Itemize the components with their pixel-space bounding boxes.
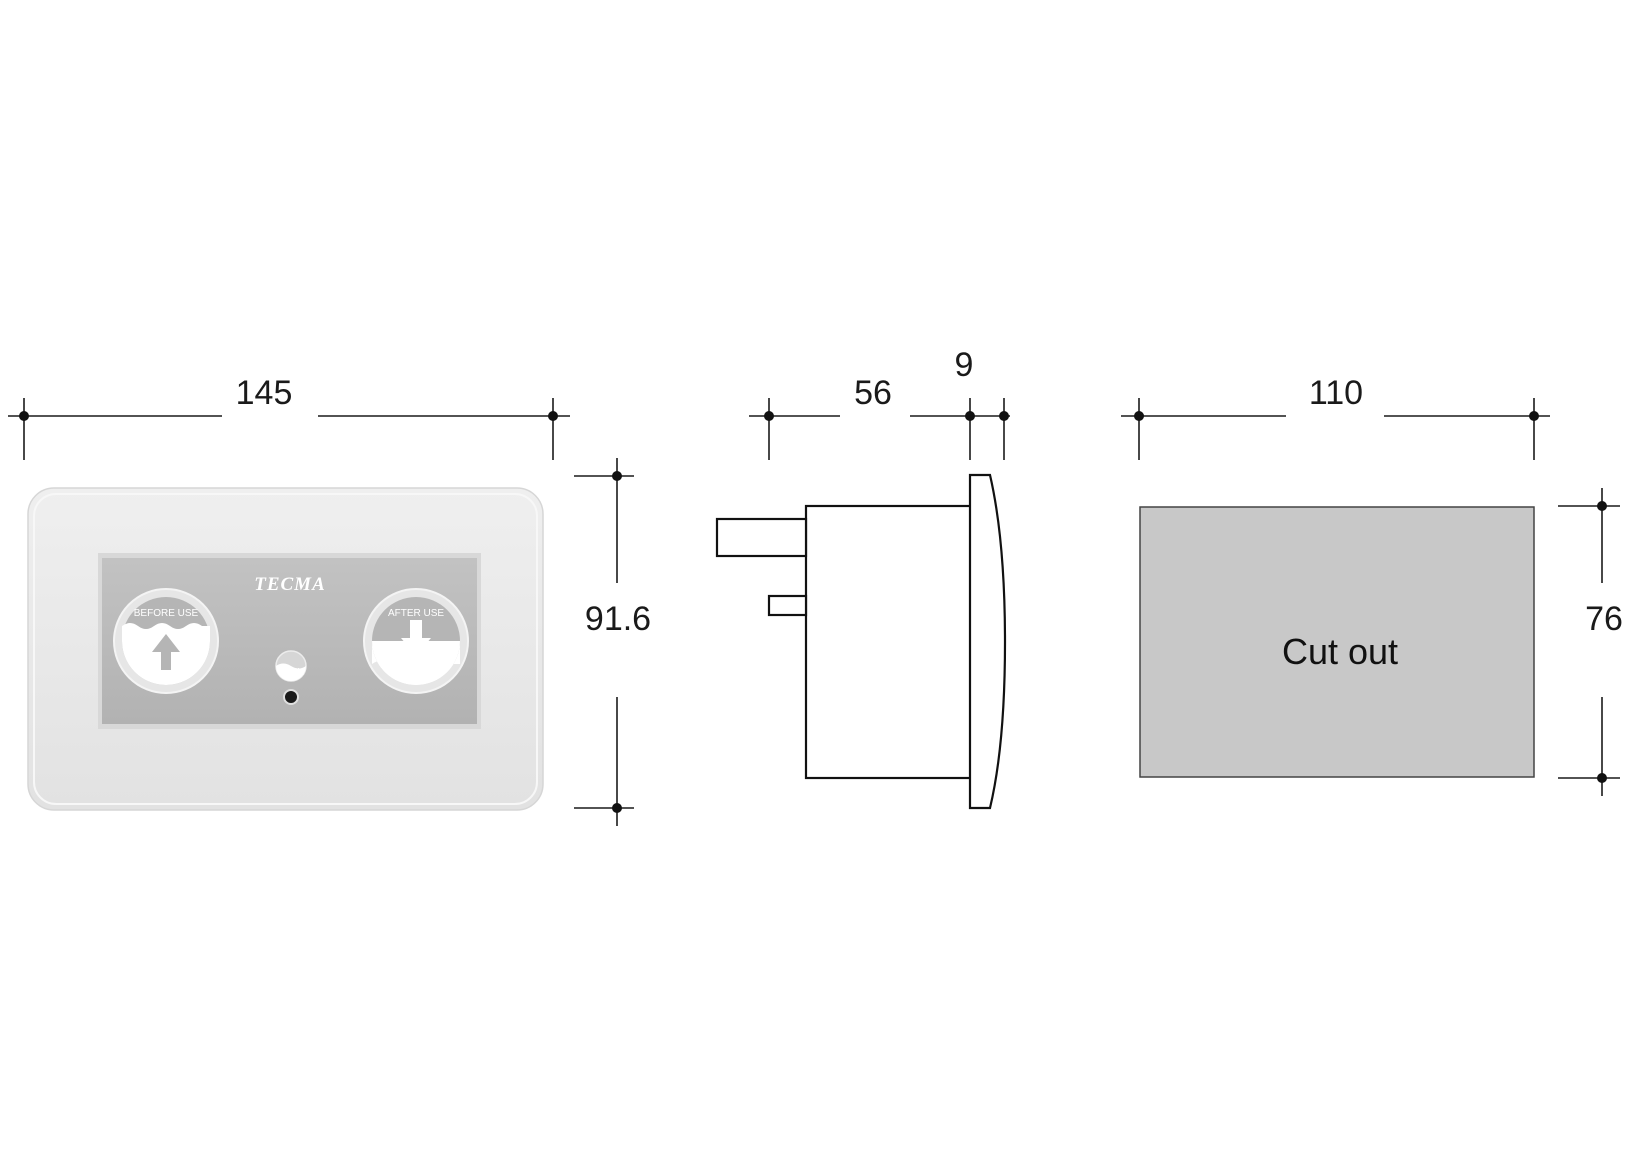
before-use-label: BEFORE USE [134,608,199,619]
front-width-label: 145 [236,374,293,412]
connector-small [767,594,808,617]
tank-label: TANK [278,667,304,678]
after-use-button[interactable]: AFTER USE [363,588,469,694]
tank-led [283,689,299,705]
cutout-area [1139,506,1535,778]
cutout-width-dimension: 110 [1121,374,1550,460]
bezel-flange [968,473,1007,810]
cutout-view: 110 76 Cut out [1121,374,1623,796]
housing-body [804,504,973,780]
side-flange-label: 9 [955,346,974,384]
side-depth-label: 56 [854,374,892,412]
brand-logo: TECMA [254,574,326,595]
arrow-up-icon [152,634,180,670]
cutout-label: Cut out [1282,631,1398,672]
front-view: 145 91.6 TECMA BEFORE USE [8,374,651,826]
after-use-label: AFTER USE [388,608,444,619]
tank-indicator: TANK [275,650,307,705]
arrow-down-icon [401,620,431,656]
before-use-button[interactable]: BEFORE USE [113,588,219,694]
cutout-height-label: 76 [1585,600,1623,638]
front-width-dimension: 145 [8,374,570,460]
cutout-width-label: 110 [1309,374,1363,412]
cutout-height-dimension: 76 [1558,488,1623,796]
front-height-label: 91.6 [585,600,651,638]
front-height-dimension: 91.6 [574,458,651,826]
connector-large [715,517,808,558]
side-view: 56 9 [715,346,1010,810]
side-depth-dimension: 56 9 [749,346,1010,460]
